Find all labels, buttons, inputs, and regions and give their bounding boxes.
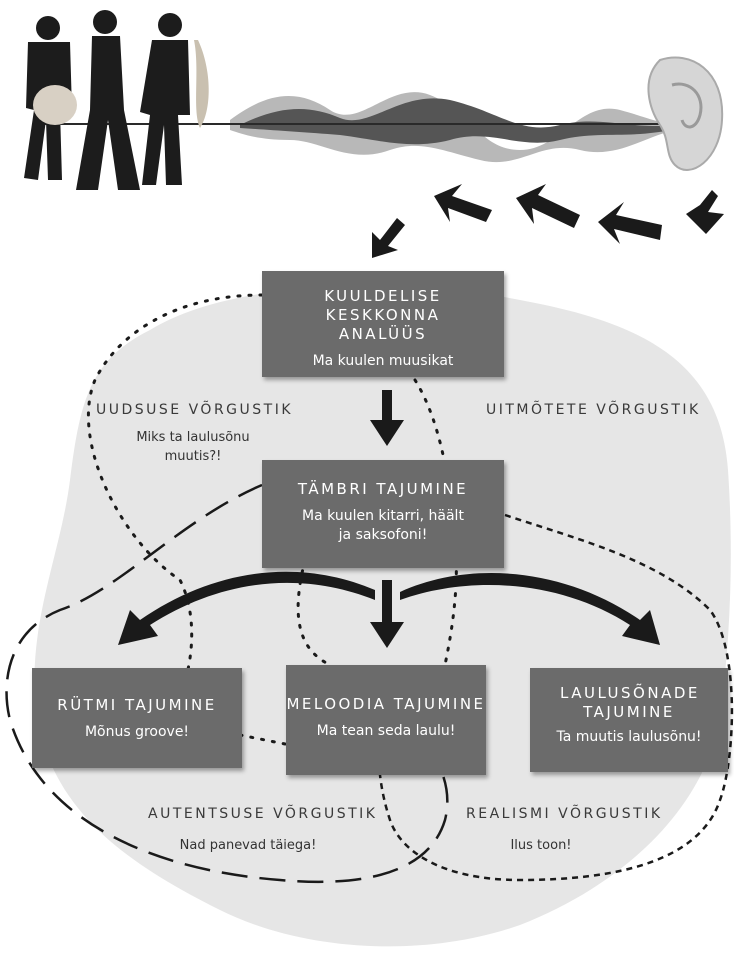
step-title: KUULDELISE KESKKONNA ANALÜÜS [324,287,442,343]
step-title: LAULUSÕNADE TAJUMINE [560,684,700,721]
network-label-realism: REALISMI VÕRGUSTIK [466,806,663,822]
step-box-lyrics: LAULUSÕNADE TAJUMINE Ta muutis laulusõnu… [530,668,728,772]
step-title: MELOODIA TAJUMINE [286,695,486,713]
step-box-auditory-analysis: KUULDELISE KESKKONNA ANALÜÜS Ma kuulen m… [262,271,504,377]
step-box-timbre: TÄMBRI TAJUMINE Ma kuulen kitarri, häält… [262,460,504,568]
network-label-authenticity: AUTENTSUSE VÕRGUSTIK [148,806,378,822]
sound-wave-illustration [40,92,690,163]
step-text: Mõnus groove! [84,724,190,740]
network-label-novelty: UUDSUSE VÕRGUSTIK [96,402,294,418]
flow-arrows-main [118,390,660,648]
network-quote-novelty: Miks ta laulusõnu muutis?! [136,430,250,464]
step-box-melody: MELOODIA TAJUMINE Ma tean seda laulu! [286,665,486,775]
step-text: Ma kuulen muusikat [312,353,454,369]
ear-illustration [647,56,724,171]
flow-arrows-ear-to-brain [372,184,724,258]
step-text: Ma kuulen kitarri, häält ja saksofoni! [302,508,464,543]
network-quote-realism: Ilus toon! [510,838,572,853]
step-title: RÜTMI TAJUMINE [57,696,217,714]
network-quote-authenticity: Nad panevad täiega! [179,838,317,853]
step-text: Ma tean seda laulu! [316,723,456,739]
musicians-illustration [24,10,209,190]
network-label-earworm: UITMÕTETE VÕRGUSTIK [486,402,701,418]
step-text: Ta muutis laulusõnu! [556,729,702,745]
step-title: TÄMBRI TAJUMINE [297,480,469,498]
step-box-rhythm: RÜTMI TAJUMINE Mõnus groove! [32,668,242,768]
